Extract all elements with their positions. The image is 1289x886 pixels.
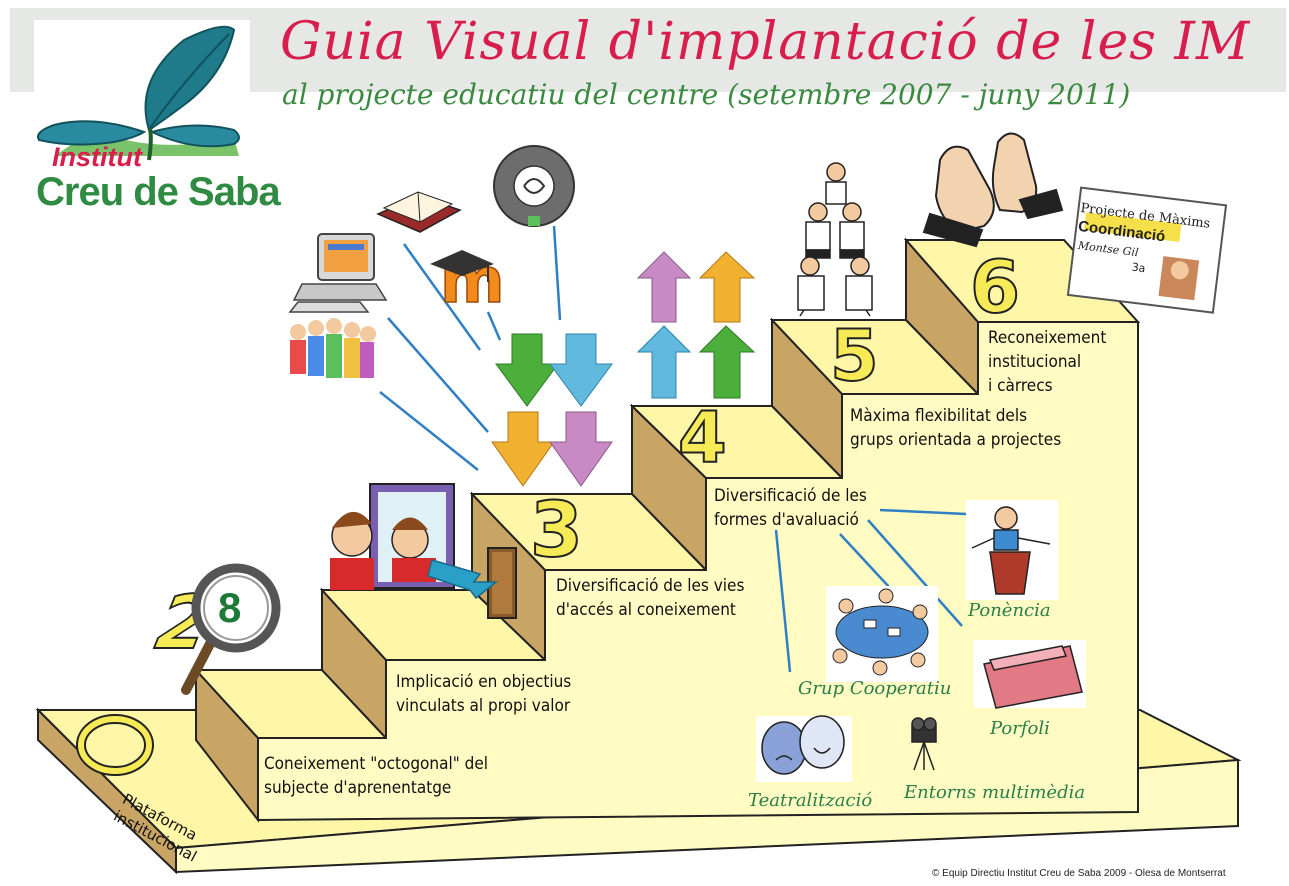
leaf-logo: [34, 20, 250, 161]
caption-porfoli: Porfoli: [990, 718, 1050, 739]
step-6-line-1: Reconeixement: [988, 328, 1107, 348]
leader-lines: [379, 225, 967, 673]
step-number-6: 6: [970, 245, 1020, 329]
caption-entorns-multimedia: Entorns multimèdia: [904, 782, 1086, 803]
mirror-illustration: [330, 483, 499, 600]
step-6-label: Reconeixement institucional i càrrecs: [988, 326, 1106, 398]
caption-grup-cooperatiu: Grup Cooperatiu: [798, 678, 952, 699]
step-4-line-1: Diversificació de les: [714, 486, 867, 506]
portfolio-icon: [974, 640, 1086, 709]
page-title: Guia Visual d'implantació de les IM: [280, 12, 1251, 72]
step-1-line-2: subjecte d'aprenentatge: [264, 778, 452, 798]
step-number-5: 5: [830, 315, 879, 397]
computer-icon: [288, 233, 388, 313]
theatre-masks-icon: [756, 715, 852, 782]
step-2-label: Implicació en objectius vinculats al pro…: [396, 670, 571, 718]
whiteboard-tools-icon: [493, 145, 575, 227]
step-number-3: 3: [530, 485, 583, 574]
certificate-card: [1066, 186, 1228, 314]
step-5-label: Màxima flexibilitat dels grups orientada…: [850, 404, 1061, 452]
step-2-line-1: Implicació en objectius: [396, 672, 572, 692]
step-5-line-1: Màxima flexibilitat dels: [850, 406, 1028, 426]
step-1-label: Coneixement "octogonal" del subjecte d'a…: [264, 752, 488, 800]
base-side: [37, 707, 177, 875]
step-5-line-2: grups orientada a projectes: [850, 430, 1062, 450]
step-2-line-2: vinculats al propi valor: [396, 696, 571, 716]
caption-ponencia: Ponència: [968, 600, 1051, 621]
down-arrows-icon: [491, 333, 613, 487]
step-number-4: 4: [678, 397, 727, 479]
step-6-line-3: i càrrecs: [988, 376, 1053, 396]
human-tower-icon: [797, 162, 873, 317]
cooperative-group-icon: [826, 586, 938, 682]
magnifier-number: 8: [218, 584, 242, 631]
step-6-line-2: institucional: [988, 352, 1082, 372]
ponencia-icon: [966, 500, 1058, 600]
footer-credit: © Equip Directiu Institut Creu de Saba 2…: [932, 868, 1226, 879]
step-3-line-2: d'accés al coneixement: [556, 600, 736, 620]
moodle-icon: m: [430, 243, 505, 318]
logo-institut: Institut: [52, 142, 142, 172]
children-group-icon: [290, 318, 376, 378]
step-4-label: Diversificació de les formes d'avaluació: [714, 484, 867, 532]
step-3-line-1: Diversificació de les vies: [556, 576, 745, 596]
up-arrows-icon: [636, 251, 756, 399]
video-camera-icon: [911, 717, 937, 771]
book-icon: [376, 191, 462, 233]
staircase-front: [257, 321, 1139, 822]
step-4-line-2: formes d'avaluació: [714, 510, 859, 530]
clapping-hands-icon: [922, 132, 1064, 248]
step-1-line-1: Coneixement "octogonal" del: [264, 754, 488, 774]
logo-name: Creu de Saba: [36, 170, 281, 214]
magnifier-icon: [181, 563, 281, 695]
page-subtitle: al projecte educatiu del centre (setembr…: [282, 78, 1131, 111]
caption-teatralitzacio: Teatralització: [748, 790, 873, 811]
step-number-1: 1: [0, 657, 18, 734]
step-3-label: Diversificació de les vies d'accés al co…: [556, 574, 744, 622]
